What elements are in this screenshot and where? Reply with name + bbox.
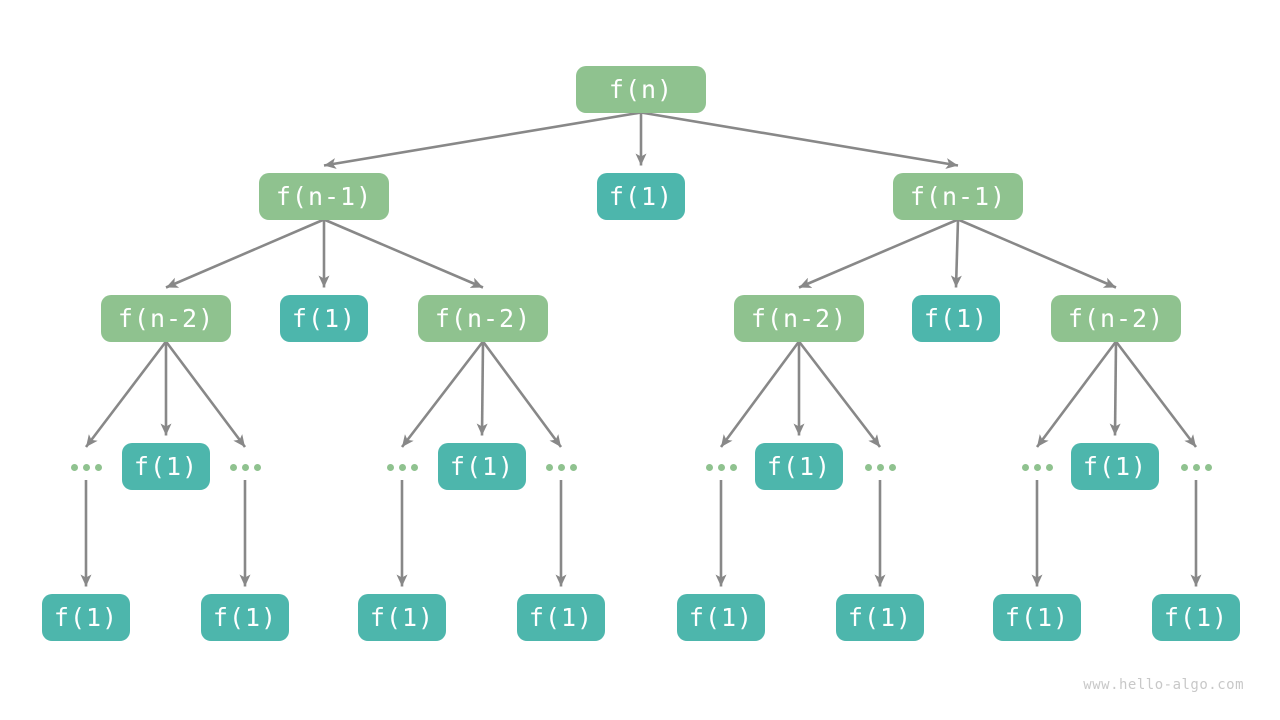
ellipsis-dot bbox=[1180, 463, 1188, 471]
ellipsis-dot bbox=[229, 463, 237, 471]
ellipsis-node-d3 bbox=[386, 463, 418, 471]
edge-l2-left-l3-3 bbox=[323, 218, 484, 289]
ellipsis-dot bbox=[888, 463, 896, 471]
tree-node-c6: f(1) bbox=[836, 593, 924, 641]
ellipsis-dot bbox=[1033, 463, 1041, 471]
tree-node-l2-right: f(n-1) bbox=[893, 172, 1023, 220]
ellipsis-dot bbox=[70, 463, 78, 471]
ellipsis-node-d4 bbox=[545, 463, 577, 471]
tree-node-c4: f(1) bbox=[517, 593, 605, 641]
tree-node-c2: f(1) bbox=[201, 593, 289, 641]
edge-root-l2-left bbox=[323, 111, 642, 169]
ellipsis-dot bbox=[253, 463, 261, 471]
edge-l3-4-d5 bbox=[719, 340, 801, 448]
edge-l2-right-l3-6 bbox=[957, 218, 1117, 289]
ellipsis-dot bbox=[729, 463, 737, 471]
ellipsis-dot bbox=[1204, 463, 1212, 471]
tree-node-l3-3: f(n-2) bbox=[418, 294, 548, 342]
watermark-text: www.hello-algo.com bbox=[1083, 677, 1244, 693]
edge-l3-1-d1 bbox=[84, 340, 168, 448]
edge-l3-3-d3 bbox=[400, 340, 485, 448]
tree-node-b3: f(1) bbox=[755, 442, 843, 490]
ellipsis-node-d1 bbox=[70, 463, 102, 471]
edge-l2-right-l3-4 bbox=[798, 218, 959, 289]
ellipsis-dot bbox=[1021, 463, 1029, 471]
edge-l3-4-d6 bbox=[797, 340, 882, 448]
ellipsis-dot bbox=[386, 463, 394, 471]
tree-node-l3-5: f(1) bbox=[912, 294, 1000, 342]
tree-node-l2-mid: f(1) bbox=[597, 172, 685, 220]
tree-node-b1: f(1) bbox=[122, 442, 210, 490]
tree-node-c3: f(1) bbox=[358, 593, 446, 641]
tree-node-l3-2: f(1) bbox=[280, 294, 368, 342]
ellipsis-dot bbox=[864, 463, 872, 471]
tree-node-l3-1: f(n-2) bbox=[101, 294, 231, 342]
edge-l3-3-b2 bbox=[476, 341, 488, 436]
ellipsis-node-d2 bbox=[229, 463, 261, 471]
ellipsis-node-d8 bbox=[1180, 463, 1212, 471]
edge-l3-1-d2 bbox=[164, 340, 247, 448]
ellipsis-dot bbox=[1192, 463, 1200, 471]
edge-l3-3-d4 bbox=[481, 340, 563, 448]
ellipsis-node-d5 bbox=[705, 463, 737, 471]
ellipsis-node-d6 bbox=[864, 463, 896, 471]
edge-root-l2-right bbox=[640, 111, 959, 169]
edge-l3-6-d8 bbox=[1114, 340, 1198, 448]
tree-node-l3-6: f(n-2) bbox=[1051, 294, 1181, 342]
tree-node-b2: f(1) bbox=[438, 442, 526, 490]
ellipsis-dot bbox=[705, 463, 713, 471]
edge-l3-6-d7 bbox=[1035, 340, 1118, 448]
tree-node-b4: f(1) bbox=[1071, 442, 1159, 490]
tree-node-l3-4: f(n-2) bbox=[734, 294, 864, 342]
ellipsis-dot bbox=[557, 463, 565, 471]
ellipsis-dot bbox=[1045, 463, 1053, 471]
ellipsis-dot bbox=[545, 463, 553, 471]
ellipsis-dot bbox=[241, 463, 249, 471]
edge-l3-6-b4 bbox=[1109, 341, 1121, 436]
tree-node-c7: f(1) bbox=[993, 593, 1081, 641]
tree-node-c1: f(1) bbox=[42, 593, 130, 641]
ellipsis-dot bbox=[398, 463, 406, 471]
edge-l2-left-l3-1 bbox=[165, 218, 325, 289]
edge-l2-right-l3-5 bbox=[950, 219, 962, 288]
tree-node-l2-left: f(n-1) bbox=[259, 172, 389, 220]
ellipsis-dot bbox=[876, 463, 884, 471]
tree-node-root: f(n) bbox=[576, 65, 706, 113]
ellipsis-dot bbox=[94, 463, 102, 471]
ellipsis-node-d7 bbox=[1021, 463, 1053, 471]
ellipsis-dot bbox=[717, 463, 725, 471]
tree-node-c5: f(1) bbox=[677, 593, 765, 641]
ellipsis-dot bbox=[569, 463, 577, 471]
tree-node-c8: f(1) bbox=[1152, 593, 1240, 641]
ellipsis-dot bbox=[410, 463, 418, 471]
ellipsis-dot bbox=[82, 463, 90, 471]
